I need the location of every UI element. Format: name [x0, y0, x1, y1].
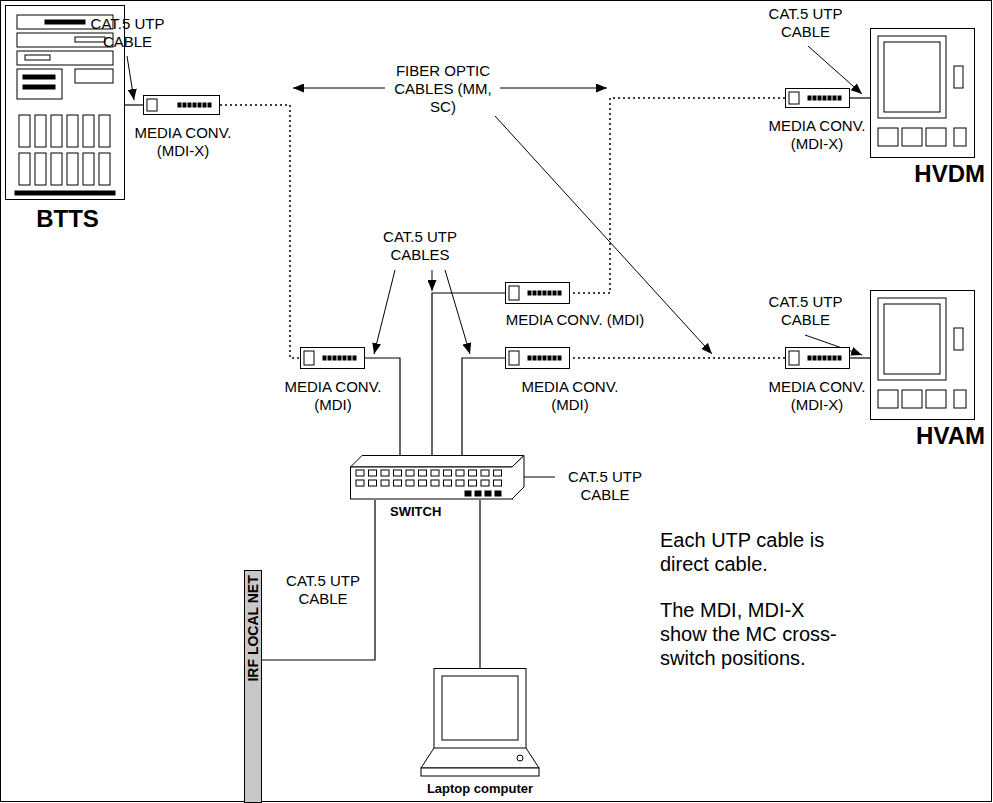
media-converter: MEDIA CONV. (MDI-X) — [118, 95, 248, 160]
media-converter: MEDIA CONV. (MDI-X) — [752, 88, 882, 153]
media-converter-shape — [785, 88, 850, 108]
laptop-computer-icon — [420, 668, 540, 778]
laptop-computer: Laptop computer — [415, 668, 545, 797]
monitor-unit: HVAM — [860, 290, 985, 451]
leader-arrow — [495, 116, 712, 354]
cable-label: CAT.5 UTP CABLE — [758, 5, 853, 41]
utp-cable — [462, 358, 505, 455]
utp-cable — [125, 104, 143, 105]
leader-arrow — [445, 270, 470, 354]
network-bar: IRF LOCAL NET — [244, 570, 262, 803]
note-text: The MDI, MDI-X show the MC cross-switch … — [660, 598, 855, 670]
media-converter-shape — [505, 347, 570, 369]
media-converter-shape — [505, 282, 570, 304]
leader-arrow — [374, 270, 395, 354]
network-switch: SWITCH — [350, 455, 525, 520]
leader-arrow — [432, 270, 433, 291]
cable-label: FIBER OPTIC CABLES (MM, SC) — [388, 62, 498, 116]
network-switch-icon — [350, 455, 525, 500]
cable-label: CAT.5 UTP CABLE — [758, 293, 853, 329]
monitor-unit: HVDM — [860, 28, 985, 189]
node-label: SWITCH — [390, 504, 525, 520]
media-converter: MEDIA CONV. (MDI) — [268, 347, 398, 414]
node-label: HVDM — [860, 160, 985, 189]
cable-label: CAT.5 UTP CABLES — [370, 228, 470, 264]
monitor-unit-shape — [870, 290, 975, 420]
monitor-unit-icon — [870, 28, 975, 158]
utp-cable — [850, 357, 870, 358]
leader-arrow — [293, 88, 385, 89]
utp-cable — [850, 97, 870, 98]
utp-cable — [479, 500, 480, 668]
node-label: BTTS — [5, 205, 130, 234]
node-label: MEDIA CONV. (MDI) — [505, 378, 635, 414]
leader-arrow — [808, 46, 862, 94]
media-converter-shape — [143, 95, 220, 115]
laptop-computer-shape — [420, 668, 540, 778]
media-converter-icon — [505, 282, 570, 304]
media-converter-icon — [785, 347, 850, 369]
node-label: Laptop computer — [415, 781, 545, 797]
node-label: MEDIA CONV. (MDI) — [268, 378, 398, 414]
media-converter-shape — [300, 347, 365, 369]
node-label: IRF LOCAL NET — [245, 568, 262, 688]
network-bar-shape: IRF LOCAL NET — [244, 570, 262, 803]
node-label: MEDIA CONV. (MDI-X) — [118, 124, 248, 160]
utp-cable — [432, 293, 505, 455]
media-converter: MEDIA CONV. (MDI) — [505, 347, 635, 414]
fiber-cable — [570, 98, 785, 293]
node-label: MEDIA CONV. (MDI-X) — [752, 117, 882, 153]
utp-cable — [262, 500, 375, 660]
media-converter: MEDIA CONV. (MDI-X) — [752, 347, 882, 414]
fiber-cable — [220, 105, 300, 358]
network-switch-shape — [350, 455, 525, 500]
media-converter: MEDIA CONV. (MDI) — [505, 282, 645, 329]
utp-cable — [365, 358, 400, 455]
leader-arrow — [500, 88, 607, 89]
media-converter-shape — [785, 347, 850, 369]
leader-arrow — [127, 56, 134, 100]
note-text: Each UTP cable is direct cable. — [660, 528, 850, 576]
cable-label: CAT.5 UTP CABLE — [80, 15, 175, 51]
monitor-unit-shape — [870, 28, 975, 158]
monitor-unit-icon — [870, 290, 975, 420]
cable-label: CAT.5 UTP CABLE — [560, 468, 650, 504]
node-label: MEDIA CONV. (MDI) — [505, 311, 645, 329]
media-converter-icon — [505, 347, 570, 369]
cable-label: CAT.5 UTP CABLE — [278, 572, 368, 608]
node-label: MEDIA CONV. (MDI-X) — [752, 378, 882, 414]
media-converter-icon — [785, 88, 850, 108]
media-converter-icon — [143, 95, 220, 115]
node-label: HVAM — [860, 422, 985, 451]
fiber-cable — [570, 357, 785, 359]
media-converter-icon — [300, 347, 365, 369]
